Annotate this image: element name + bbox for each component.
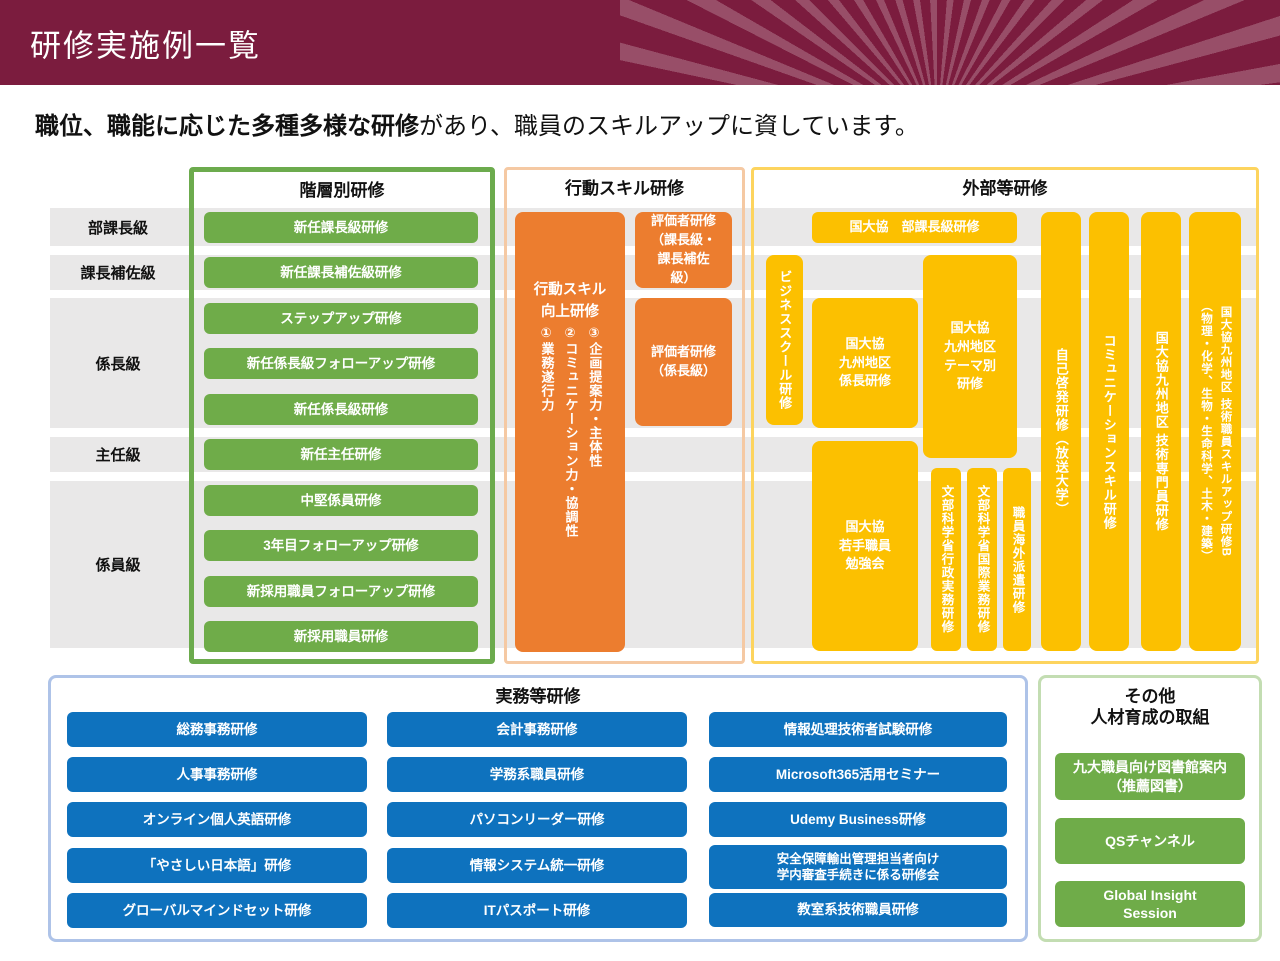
practical-item: Microsoft365活用セミナー [709,757,1007,792]
practical-item: 安全保障輸出管理担当者向け 学内審査手続きに係る研修会 [709,845,1007,889]
hierarchy-item: 新任課長補佐級研修 [204,257,478,288]
behavior-skill-3: ③企画提案力・主体性 [587,326,603,468]
external-training-title: 外部等研修 [962,179,1048,198]
hierarchy-training-box: 階層別研修 [189,167,495,664]
behavior-skill-main-title: 行動スキル 向上研修 [533,282,607,320]
other-item: QSチャンネル [1055,818,1245,864]
external-item-bukacho: 国大協 部課長級研修 [812,212,1017,243]
hierarchy-item: 3年目フォローアップ研修 [204,530,478,561]
practical-item: オンライン個人英語研修 [67,802,367,837]
external-item-overseas: 職員海外派遣研修 [1003,468,1031,651]
evaluator-upper-block: 評価者研修 （課長級・ 課長補佐 級） [635,212,732,288]
hierarchy-item: 新任課長級研修 [204,212,478,243]
external-item-kakaricho: 国大協 九州地区 係長研修 [812,298,918,428]
hierarchy-item: 新採用職員研修 [204,621,478,652]
intro-lead: 職位、職能に応じた多種多様な研修 [35,113,419,140]
level-label: 係長級 [95,355,141,373]
hierarchy-item: 新任係長級研修 [204,394,478,425]
sunburst-decoration [620,0,1280,85]
practical-item: ITパスポート研修 [387,893,687,928]
practical-training-box: 実務等研修 [48,675,1028,942]
practical-item: 学務系職員研修 [387,757,687,792]
other-item: 九大職員向け図書館案内 （推薦図書） [1055,753,1245,800]
hierarchy-item: 新任係長級フォローアップ研修 [204,348,478,379]
hierarchy-item: 新任主任研修 [204,439,478,470]
practical-item: 総務事務研修 [67,712,367,747]
header-bar: 研修実施例一覧 [0,0,1280,85]
practical-item: 会計事務研修 [387,712,687,747]
other-item: Global Insight Session [1055,881,1245,927]
intro-rest: があり、職員のスキルアップに資しています。 [419,113,919,140]
page-title: 研修実施例一覧 [30,28,261,63]
evaluator-lower-block: 評価者研修 （係長級） [635,298,732,426]
behavior-skill-main-block: 行動スキル 向上研修 ①業務遂行力 ②コミュニケーション力・協調性 ③企画提案力… [515,212,625,652]
other-initiatives-title: その他 人材育成の取組 [1090,687,1210,728]
practical-item: 「やさしい日本語」研修 [67,848,367,883]
hierarchy-training-title: 階層別研修 [299,181,385,200]
external-item-mext-intl: 文部科学省国際業務研修 [967,468,997,651]
level-label: 主任級 [95,447,141,464]
level-label: 係員級 [95,557,141,574]
practical-item: 情報システム統一研修 [387,848,687,883]
hierarchy-item: ステップアップ研修 [204,303,478,334]
intro-text: 職位、職能に応じた多種多様な研修があり、職員のスキルアップに資しています。 [35,106,919,141]
behavior-skill-title: 行動スキル研修 [565,179,684,198]
external-training-box: 外部等研修 [751,167,1259,664]
behavior-skill-1: ①業務遂行力 [539,326,555,412]
practical-training-title: 実務等研修 [495,687,581,706]
behavior-skill-2: ②コミュニケーション力・協調性 [563,326,579,538]
practical-item: Udemy Business研修 [709,802,1007,837]
level-label: 課長補佐級 [80,265,156,282]
other-initiatives-box: その他 人材育成の取組 [1038,675,1262,942]
behavior-skill-box: 行動スキル研修 [504,167,745,664]
external-item-theme: 国大協 九州地区 テーマ別 研修 [923,255,1017,458]
external-item-wakate: 国大協 若手職員 勉強会 [812,441,918,651]
practical-item: 情報処理技術者試験研修 [709,712,1007,747]
external-item-business-school: ビジネススクール研修 [766,255,803,425]
practical-item: パソコンリーダー研修 [387,802,687,837]
level-label: 部課長級 [87,219,148,237]
behavior-skill-list: ①業務遂行力 ②コミュニケーション力・協調性 ③企画提案力・主体性 [515,326,625,538]
practical-item: グローバルマインドセット研修 [67,893,367,928]
practical-item: 人事事務研修 [67,757,367,792]
hierarchy-item: 新採用職員フォローアップ研修 [204,576,478,607]
practical-item: 教室系技術職員研修 [709,893,1007,927]
external-item-tech-skillup: 国大協九州地区 技術職員スキルアップ研修B （物理・化学、生物・生命科学、土木・… [1189,212,1241,651]
external-item-comm-skill: コミュニケーションスキル研修 [1089,212,1129,651]
external-item-self-dev: 自己啓発研修（放送大学） [1041,212,1081,651]
hierarchy-item: 中堅係員研修 [204,485,478,516]
external-item-tech-expert: 国大協九州地区 技術専門員研修 [1141,212,1181,651]
external-item-mext-admin: 文部科学省行政実務研修 [931,468,961,651]
